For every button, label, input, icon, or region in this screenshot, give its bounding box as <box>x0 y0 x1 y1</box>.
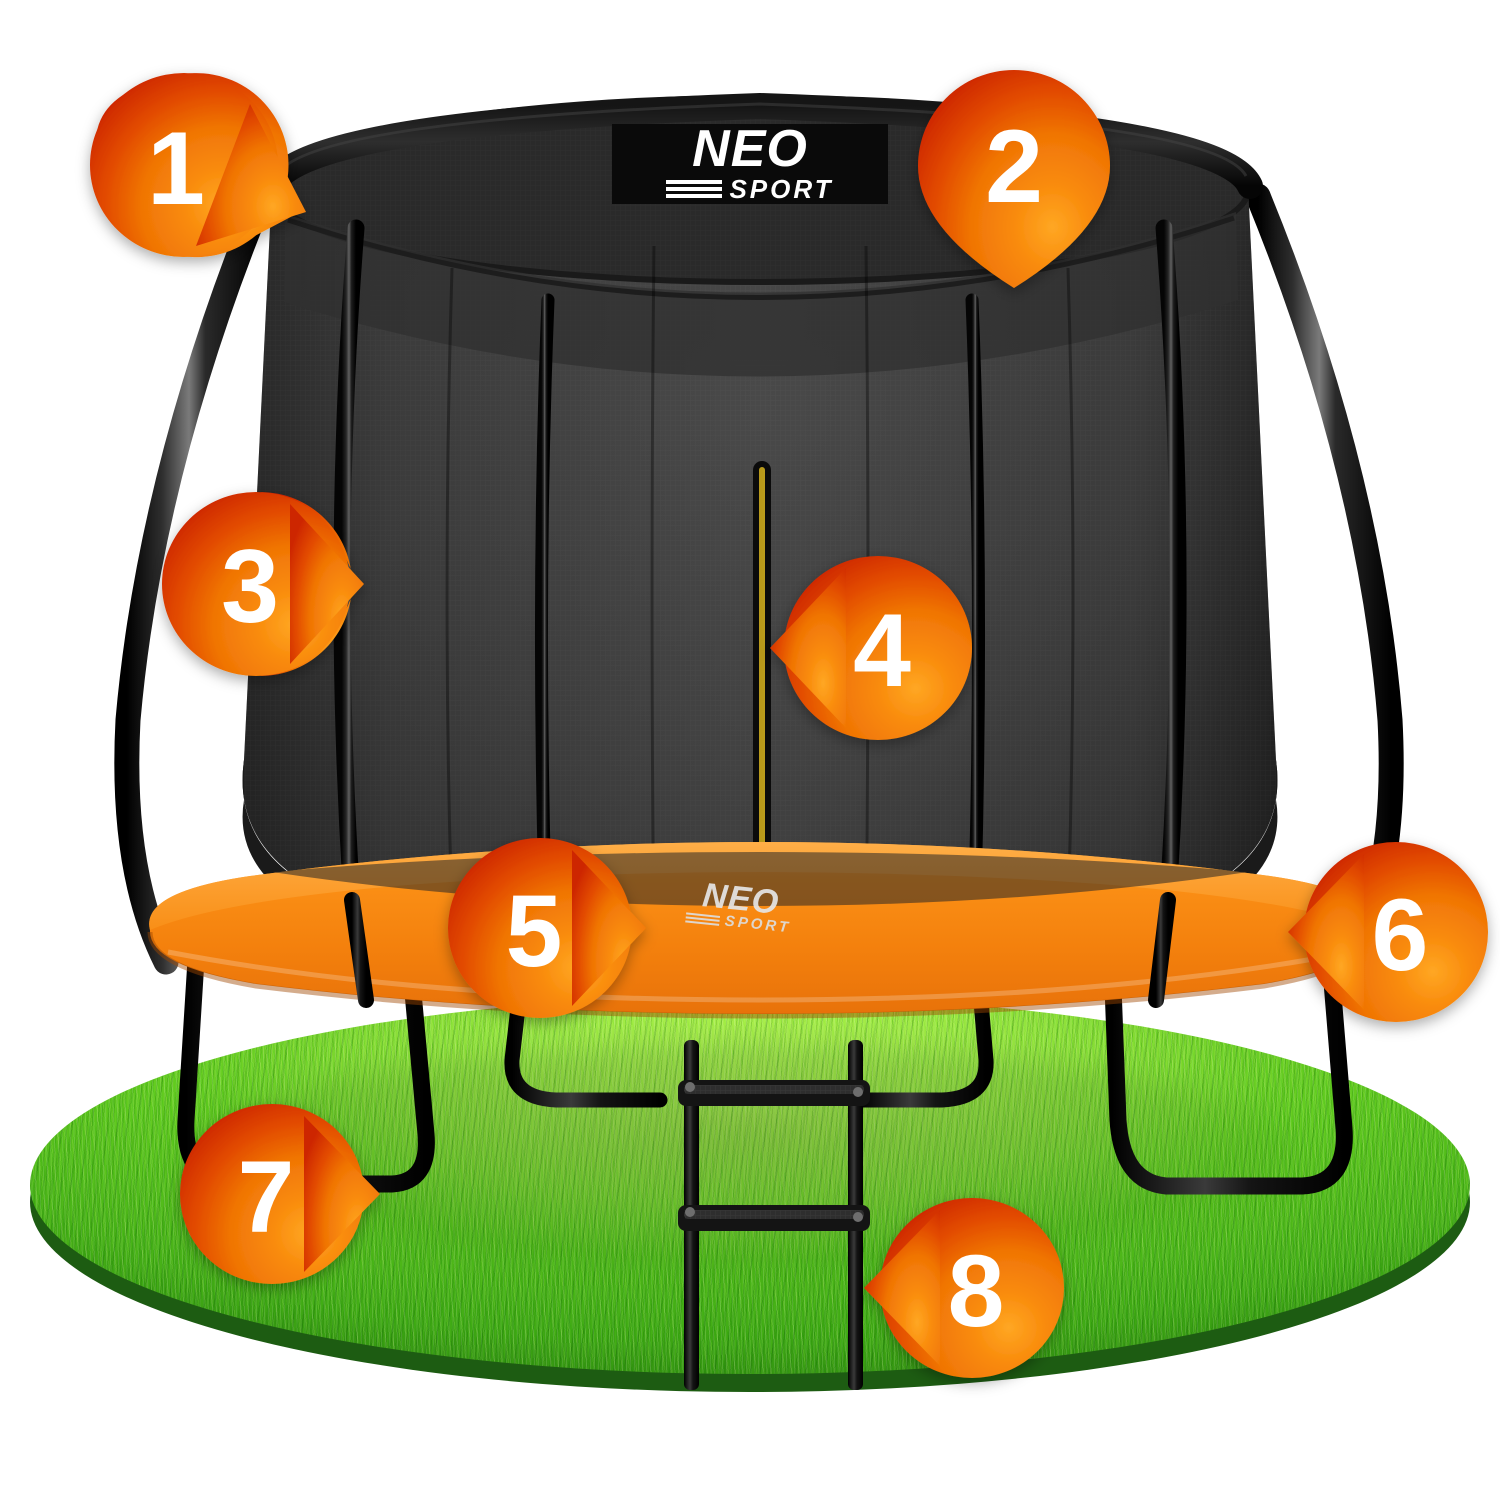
leg-left-inner <box>504 982 668 1108</box>
ladder-bolt-1 <box>685 1082 695 1092</box>
net-panel-seams <box>445 245 1075 941</box>
brand-label-top-sport: SPORT <box>729 173 834 204</box>
leg-right-outer <box>1103 949 1353 1195</box>
inner-pole-4 <box>965 293 986 935</box>
pole-sleeve-far-left <box>114 183 275 975</box>
pole-bases <box>344 892 1176 1008</box>
brand-label-top-neo: NEO <box>692 120 808 179</box>
pad-lower-edge <box>147 931 1373 1019</box>
pad-sheen <box>167 949 1353 1003</box>
net-top-rim-pad <box>259 92 1263 199</box>
ladder-step-lower <box>678 1205 870 1231</box>
net-top-rim-highlight <box>274 102 1248 177</box>
brand-label-skirt-bars <box>685 910 721 927</box>
ladder-step-upper <box>678 1080 870 1106</box>
brand-label-top: NEO SPORT <box>612 120 888 204</box>
pole-sleeve-far-right <box>1245 183 1404 973</box>
inner-pole-2 <box>534 293 555 935</box>
access-ladder <box>678 1040 870 1390</box>
ladder-bolt-2 <box>853 1087 863 1097</box>
brand-label-top-bars <box>666 177 723 201</box>
leg-right-inner <box>852 982 994 1108</box>
inner-pole-5 <box>1155 219 1187 911</box>
ladder-bolt-4 <box>853 1212 863 1222</box>
ladder-bolt-3 <box>685 1207 695 1217</box>
